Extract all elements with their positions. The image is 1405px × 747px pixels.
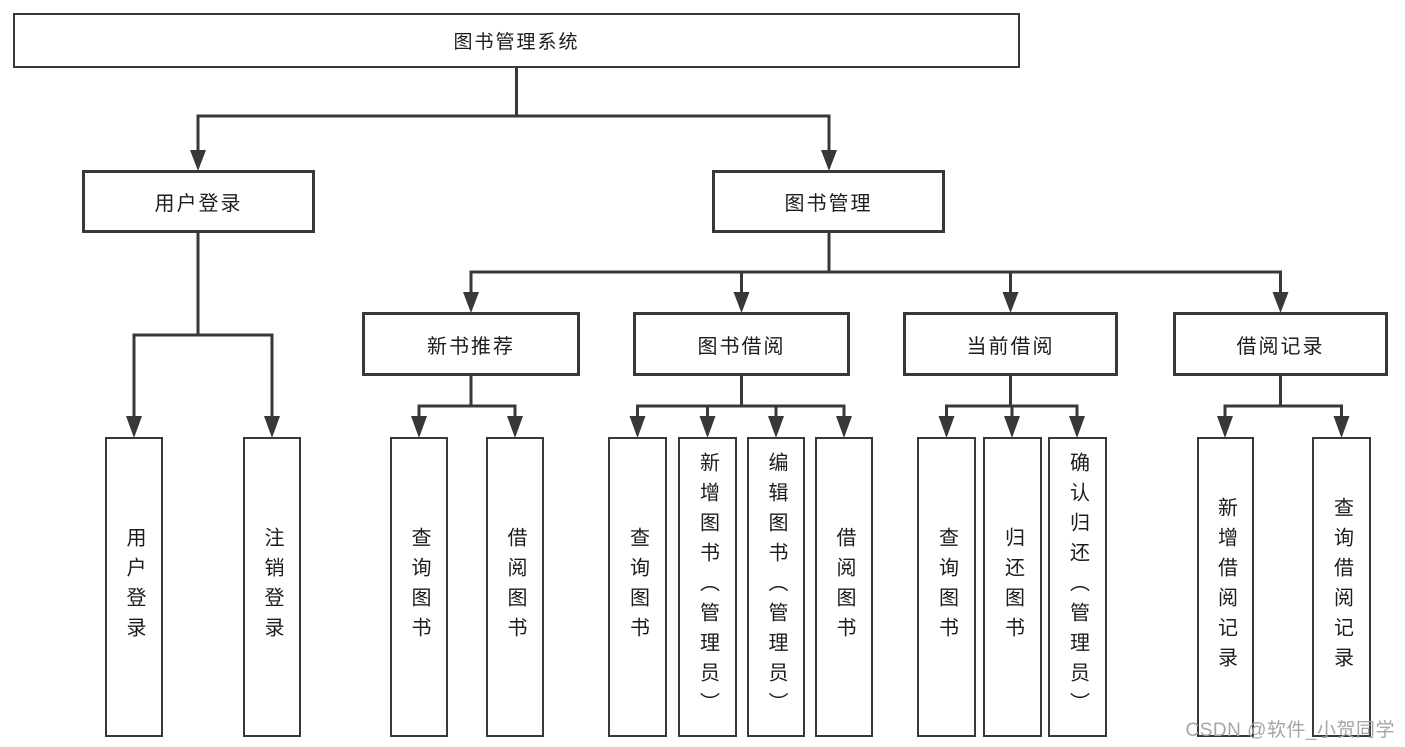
leaf-borrow-books-label: 借阅图书 <box>833 527 855 647</box>
node-new-book-recommend: 新书推荐 <box>362 312 580 376</box>
leaf-return-books: 归还图书 <box>983 437 1042 737</box>
leaf-query-books-current-label: 查询图书 <box>935 527 958 647</box>
leaf-query-books-recommend-label: 查询图书 <box>408 527 430 647</box>
node-new-book-recommend-label: 新书推荐 <box>427 335 515 358</box>
leaf-borrow-books-recommend-label: 借阅图书 <box>504 527 526 647</box>
node-user-login-label: 用户登录 <box>154 193 243 215</box>
node-book-management: 图书管理 <box>712 170 945 233</box>
connector-group-borrow-records <box>1223 374 1343 420</box>
leaf-add-books-admin: 新增图书（管理员） <box>678 437 737 737</box>
leaf-borrow-books-recommend: 借阅图书 <box>486 437 544 737</box>
connector-group-root <box>196 66 831 154</box>
leaf-edit-books-admin-label: 编辑图书（管理员） <box>765 452 787 722</box>
node-book-management-label: 图书管理 <box>784 193 873 215</box>
connector-group-book-borrow <box>636 374 846 420</box>
node-book-borrow-label: 图书借阅 <box>697 335 786 358</box>
leaf-logout: 注销登录 <box>243 437 301 737</box>
connector-group-current-borrow <box>945 374 1079 420</box>
leaf-query-books-borrow-label: 查询图书 <box>626 527 649 647</box>
leaf-confirm-return-admin: 确认归还（管理员） <box>1048 437 1107 737</box>
connector-group-user-login <box>132 231 274 420</box>
leaf-logout-label: 注销登录 <box>261 527 283 647</box>
leaf-user-login: 用户登录 <box>105 437 163 737</box>
leaf-query-books-recommend: 查询图书 <box>390 437 448 737</box>
node-current-borrow-label: 当前借阅 <box>966 335 1055 358</box>
csdn-watermark: CSDN @软件_小贺同学 <box>1185 720 1395 741</box>
node-library-system: 图书管理系统 <box>13 13 1020 68</box>
leaf-add-books-admin-label: 新增图书（管理员） <box>696 452 719 722</box>
arrowheads-new-book <box>411 416 523 438</box>
arrowheads-current-borrow <box>938 416 1085 438</box>
leaf-edit-books-admin: 编辑图书（管理员） <box>747 437 805 737</box>
connector-group-new-book <box>417 374 517 420</box>
arrowheads-book-borrow <box>629 416 852 438</box>
arrowheads-level3 <box>463 292 1289 313</box>
leaf-add-borrow-record-label: 新增借阅记录 <box>1214 497 1237 677</box>
node-current-borrow: 当前借阅 <box>903 312 1118 376</box>
leaf-return-books-label: 归还图书 <box>1001 527 1024 647</box>
node-user-login: 用户登录 <box>82 170 315 233</box>
leaf-query-borrow-record: 查询借阅记录 <box>1312 437 1371 737</box>
leaf-query-borrow-record-label: 查询借阅记录 <box>1330 497 1353 677</box>
arrowheads-level2 <box>190 150 837 171</box>
arrowheads-user-login <box>126 416 280 438</box>
node-book-borrow: 图书借阅 <box>633 312 850 376</box>
leaf-user-login-label: 用户登录 <box>123 527 145 647</box>
leaf-confirm-return-admin-label: 确认归还（管理员） <box>1066 452 1089 722</box>
node-library-system-label: 图书管理系统 <box>453 32 580 53</box>
node-borrow-records-label: 借阅记录 <box>1236 335 1325 358</box>
leaf-query-books-current: 查询图书 <box>917 437 976 737</box>
leaf-query-books-borrow: 查询图书 <box>608 437 667 737</box>
leaf-borrow-books: 借阅图书 <box>815 437 873 737</box>
node-borrow-records: 借阅记录 <box>1173 312 1388 376</box>
leaf-add-borrow-record: 新增借阅记录 <box>1197 437 1254 737</box>
connector-group-book-management <box>469 231 1282 296</box>
arrowheads-borrow-records <box>1217 416 1350 438</box>
